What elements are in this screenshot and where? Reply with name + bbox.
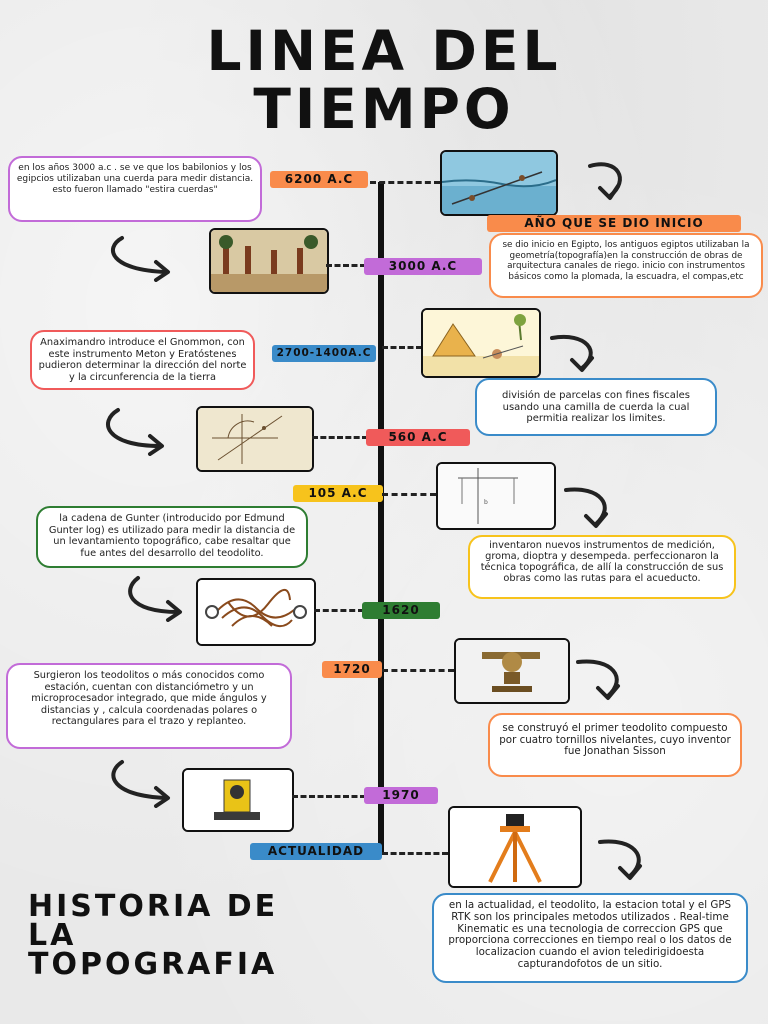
year-tag-2700: 2700-1400A.C xyxy=(272,345,376,362)
curved-arrow-icon xyxy=(562,484,618,534)
footer-line-3: TOPOGRAFIA xyxy=(28,947,278,982)
event-card-3000: se dio inicio en Egipto, los antiguos eg… xyxy=(489,233,763,298)
picture-geometry-sketch xyxy=(196,406,314,472)
timeline-axis xyxy=(378,182,384,854)
curved-arrow-icon xyxy=(548,330,604,380)
event-text: en la actualidad, el teodolito, la estac… xyxy=(448,899,732,970)
year-tag-actualidad: ACTUALIDAD xyxy=(250,843,382,860)
title-line-1: LINEA DEL xyxy=(206,19,562,83)
event-text: se construyó el primer teodolito compues… xyxy=(499,722,731,757)
connector xyxy=(292,795,366,798)
year-tag-1720: 1720 xyxy=(322,661,382,678)
title-line-2: TIEMPO xyxy=(253,77,515,141)
curved-arrow-icon xyxy=(574,656,630,706)
picture-groma-drawing: b xyxy=(436,462,556,530)
connector xyxy=(382,346,422,349)
year-tag-1620: 1620 xyxy=(362,602,440,619)
event-card-6200: en los años 3000 a.c . se ve que los bab… xyxy=(8,156,262,222)
picture-tripod-gps xyxy=(448,806,582,888)
picture-old-theodolite xyxy=(454,638,570,704)
svg-text:b: b xyxy=(484,499,488,506)
connector xyxy=(312,436,368,439)
footer-line-1: HISTORIA DE xyxy=(28,889,279,924)
event-text: división de parcelas con fines fiscales … xyxy=(501,390,691,424)
event-text: en los años 3000 a.c . se ve que los bab… xyxy=(16,163,254,195)
start-year-tag: AÑO QUE SE DIO INICIO xyxy=(487,215,741,232)
curved-arrow-icon xyxy=(104,234,176,282)
connector xyxy=(370,181,440,184)
picture-egyptian-mural xyxy=(209,228,329,294)
event-card-1620: la cadena de Gunter (introducido por Edm… xyxy=(36,506,308,568)
connector xyxy=(382,493,436,496)
year-tag-560: 560 A.C xyxy=(366,429,470,446)
footer-title: HISTORIA DE LA TOPOGRAFIA xyxy=(28,889,279,982)
picture-pyramid-survey xyxy=(421,308,541,378)
picture-gunter-chain xyxy=(196,578,316,646)
event-card-105: inventaron nuevos instrumentos de medici… xyxy=(468,535,736,599)
footer-line-2: LA xyxy=(28,918,77,953)
curved-arrow-icon xyxy=(596,836,652,886)
page-title: LINEA DEL TIEMPO xyxy=(0,22,768,138)
curved-arrow-icon xyxy=(98,406,170,456)
event-card-actualidad: en la actualidad, el teodolito, la estac… xyxy=(432,893,748,983)
picture-total-station xyxy=(182,768,294,832)
curved-arrow-icon xyxy=(584,158,634,208)
curved-arrow-icon xyxy=(104,758,176,808)
event-card-1970: Surgieron los teodolitos o más conocidos… xyxy=(6,663,292,749)
event-text: inventaron nuevos instrumentos de medici… xyxy=(480,540,724,584)
connector xyxy=(326,264,366,267)
connector xyxy=(314,609,364,612)
picture-nile-river xyxy=(440,150,558,216)
year-tag-1970: 1970 xyxy=(364,787,438,804)
event-text: Anaximandro introduce el Gnommon, con es… xyxy=(38,337,247,383)
year-tag-3000: 3000 A.C xyxy=(364,258,482,275)
event-text: Surgieron los teodolitos o más conocidos… xyxy=(31,670,267,727)
event-text: se dio inicio en Egipto, los antiguos eg… xyxy=(502,240,750,282)
event-card-1720: se construyó el primer teodolito compues… xyxy=(488,713,742,777)
year-tag-6200: 6200 A.C xyxy=(270,171,368,188)
event-card-560: división de parcelas con fines fiscales … xyxy=(475,378,717,436)
year-tag-105: 105 A.C xyxy=(293,485,383,502)
connector xyxy=(382,669,454,672)
connector xyxy=(382,852,448,855)
curved-arrow-icon xyxy=(122,574,188,622)
event-card-2700: Anaximandro introduce el Gnommon, con es… xyxy=(30,330,255,390)
event-text: la cadena de Gunter (introducido por Edm… xyxy=(48,513,296,559)
